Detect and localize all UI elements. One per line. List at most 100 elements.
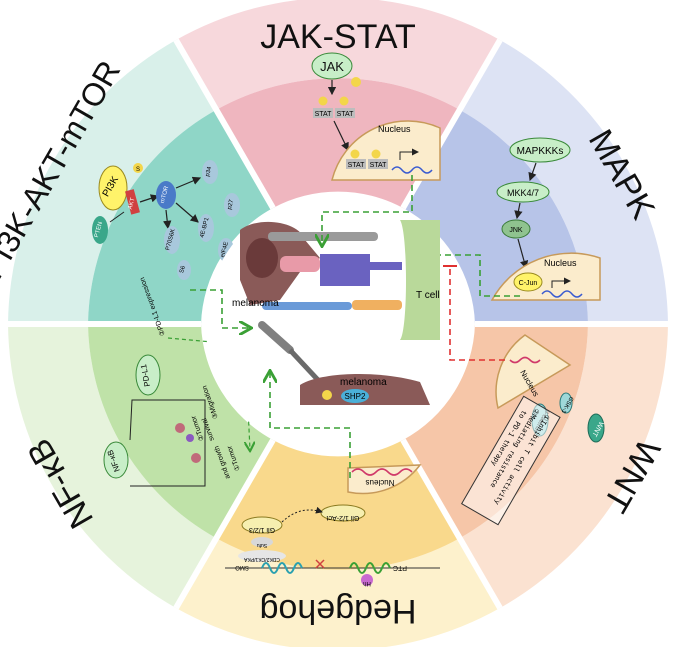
receptor-bar	[268, 232, 378, 241]
receptor-orange	[352, 300, 402, 310]
s6k-node	[164, 226, 180, 254]
t-cell-label: T cell	[416, 290, 440, 301]
mtor-node	[156, 181, 176, 209]
jnk-label: JNK	[509, 227, 523, 234]
ebp1-node	[198, 214, 214, 242]
mapk-to-center-arrow	[440, 254, 520, 297]
melanoma-cell-bottom	[300, 374, 430, 405]
pi3k-panel: PI3K S AKT PTEN mTOR p34 p27 4E-BP1 eIF4…	[92, 160, 240, 280]
s6-node	[177, 260, 191, 280]
sufu-node	[251, 537, 273, 547]
s-badge-label: S	[136, 167, 140, 173]
phosphate-icon	[322, 390, 332, 400]
jak-label: JAK	[320, 59, 344, 74]
cjun-node	[513, 272, 543, 292]
pdl1-label: PD-L1	[139, 363, 152, 387]
sector-pi3k	[88, 110, 273, 324]
stat-label: STAT	[315, 111, 333, 118]
pd1-stalk	[288, 348, 320, 382]
p34-node	[202, 160, 218, 184]
pten-label: PTEN	[94, 221, 104, 238]
eif4e-label: eIF4E	[220, 241, 230, 258]
wnt-effects-box	[460, 395, 561, 526]
phosphate-icon	[318, 96, 328, 106]
wnt-inhibit-arrow	[449, 268, 505, 361]
s-badge	[133, 163, 143, 173]
receptor-pink	[280, 256, 320, 272]
ptc-label: PTC	[393, 564, 407, 571]
dna-icon	[509, 356, 541, 364]
gli-label: Gli 1/2/3	[249, 526, 275, 533]
sector-mapk-outer	[460, 40, 668, 324]
hh-label: Hh	[363, 580, 371, 586]
akt-node	[125, 189, 140, 215]
pdl1-node	[135, 354, 161, 396]
ptc-helix	[349, 562, 391, 574]
hh-ligand	[361, 574, 373, 586]
title-hedgehog: Hedgehog	[260, 592, 417, 630]
tumor-cell-icon	[175, 423, 185, 433]
jak-node	[311, 52, 353, 80]
connector-arrows	[190, 175, 520, 478]
gli-node	[241, 516, 283, 534]
kinases-label: CDK2/CK1/PKA	[243, 556, 280, 562]
stat-box-nucleus	[368, 159, 388, 169]
sector-hedgehog-outer	[176, 538, 500, 651]
dna-icon	[541, 290, 583, 298]
nucleus-hh	[347, 464, 422, 495]
akt-label: AKT	[128, 197, 137, 210]
melanoma-label-top: melanoma	[232, 298, 279, 309]
nucleus-label-jak: Nucleus	[378, 124, 411, 134]
melanoma-nucleus	[246, 238, 278, 278]
stat-box	[313, 108, 333, 118]
mapk-panel: MAPKKKs MKK4/7 JNK Nucleus C-Jun	[490, 137, 601, 301]
mtor-label: mTOR	[160, 185, 171, 204]
ebp1-label: 4E-BP1	[199, 216, 210, 238]
center-panel: SHP2 melanoma melanoma T cell	[232, 220, 440, 405]
smo-helix	[261, 562, 303, 574]
mkk-label: MKK4/7	[507, 188, 539, 198]
smo-label: SMO	[235, 564, 249, 570]
jnk-node	[501, 219, 531, 239]
phosphate-icon	[351, 77, 361, 87]
hh-to-center-arrow	[270, 372, 351, 478]
dna-icon	[351, 468, 413, 476]
stat-label: STAT	[348, 162, 366, 169]
nucleus-wnt	[495, 334, 572, 410]
mapkkks-node	[509, 137, 571, 163]
phosphate-icon	[339, 96, 349, 106]
dna-icon	[391, 166, 433, 174]
stat-label: STAT	[370, 162, 388, 169]
mhc-tcr-complex	[320, 254, 370, 286]
tumor-cell-icon	[186, 434, 194, 442]
pi3k-node	[98, 165, 128, 211]
stat-label: STAT	[337, 111, 355, 118]
hedgehog-panel: Nucleus Gli 1/2-Act Gli 1/2/3 Sufu CDK2/…	[225, 464, 440, 586]
pten-inhibit	[109, 211, 125, 223]
receptor-blue	[262, 302, 352, 310]
stat-box-nucleus	[346, 159, 366, 169]
cjun-label: C-Jun	[519, 280, 538, 287]
title-jak-stat: JAK-STAT	[260, 18, 416, 56]
nfkb-bracket	[129, 399, 206, 487]
nucleus-label-hh: Nucleus	[366, 478, 395, 487]
phosphate-icon	[371, 149, 381, 159]
melanoma-label-bottom: melanoma	[340, 377, 387, 388]
stat-box	[335, 108, 355, 118]
mkk-node	[496, 181, 550, 203]
p27-node	[224, 193, 240, 217]
jak-to-center-arrow	[322, 175, 413, 245]
smo-block-icon	[315, 559, 325, 569]
p27-label: p27	[227, 198, 236, 210]
jak-stat-panel: JAK STAT STAT Nucleus STAT STAT	[311, 52, 441, 181]
sector-wnt-outer	[460, 324, 668, 608]
wnt-node	[587, 413, 605, 443]
pi3k-to-center-arrow	[190, 289, 250, 328]
gsk-node	[559, 392, 573, 414]
p34-label: p34	[205, 165, 214, 177]
phosphate-icon	[350, 149, 360, 159]
tumor-cell-icon	[191, 453, 201, 463]
gli-act-label: Gli 1/2-Act	[327, 514, 360, 521]
